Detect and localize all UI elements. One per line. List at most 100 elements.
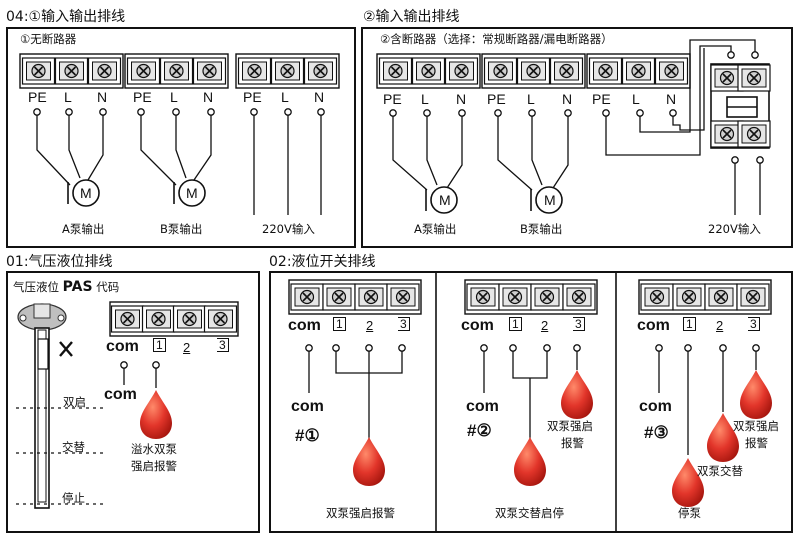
- sensor-label-pre: 气压液位: [13, 280, 59, 294]
- config-1-id: #①: [295, 426, 320, 445]
- term-num-2: 2: [716, 318, 724, 333]
- sensor-head: [33, 303, 51, 319]
- label-pe: PE: [133, 89, 152, 105]
- wire: [87, 115, 104, 181]
- com-label: com: [104, 386, 137, 403]
- label-pe: PE: [487, 91, 506, 107]
- com-label: com: [466, 398, 499, 415]
- label-pe: PE: [592, 91, 611, 107]
- com-label: com: [461, 317, 494, 334]
- motor-icon: [178, 179, 206, 207]
- sensor-hole: [57, 314, 65, 322]
- input-220-label: 220V输入: [708, 222, 761, 236]
- term-num-3: 3: [748, 317, 760, 331]
- label-l: L: [421, 91, 429, 107]
- config-3-id: #③: [644, 423, 669, 442]
- motor-icon: [72, 179, 100, 207]
- term-num-1: 1: [333, 317, 346, 331]
- term-num-2: 2: [183, 340, 191, 355]
- wire: [426, 116, 438, 186]
- panel-04-1-title: ①无断路器: [20, 32, 77, 46]
- section-01-title: 01:气压液位排线: [6, 254, 113, 270]
- sensor-tube-inner: [37, 329, 47, 503]
- wire: [36, 115, 71, 186]
- term-num-2: 2: [366, 318, 374, 333]
- term-num-2: 2: [541, 318, 549, 333]
- label-n: N: [562, 91, 573, 107]
- motor-label: M: [186, 185, 198, 201]
- alarm-label-2: 报警: [745, 436, 768, 450]
- label-l: L: [64, 89, 72, 105]
- panel-01: [6, 271, 260, 533]
- wire: [68, 115, 81, 179]
- label-pe: PE: [243, 89, 262, 105]
- motor-icon: [430, 186, 458, 214]
- panel-04-2: [361, 27, 793, 248]
- wire: [639, 39, 756, 133]
- com-label: com: [106, 338, 139, 355]
- label-l: L: [527, 91, 535, 107]
- label-n: N: [456, 91, 467, 107]
- label-n: N: [666, 91, 677, 107]
- term-num-3: 3: [217, 338, 229, 352]
- wire: [140, 115, 177, 186]
- wire: [605, 45, 732, 156]
- motor-label: M: [544, 192, 556, 208]
- com-label: com: [291, 398, 324, 415]
- wire: [392, 116, 428, 191]
- alarm-label-2: 报警: [561, 436, 584, 450]
- term-num-3: 3: [398, 317, 410, 331]
- label-n: N: [314, 89, 325, 105]
- input-220-label: 220V输入: [262, 222, 315, 236]
- motor-label: M: [80, 185, 92, 201]
- section-04-title: 04:①输入输出排线: [6, 9, 126, 25]
- motor-icon: [535, 186, 563, 214]
- wire: [193, 115, 212, 181]
- com-label: com: [288, 317, 321, 334]
- motor-label: M: [439, 192, 451, 208]
- term-num-1: 1: [683, 317, 696, 331]
- wire: [531, 116, 543, 186]
- drawing-group: [16, 39, 772, 533]
- sensor-code: PAS: [62, 279, 93, 295]
- sensor-float: [37, 338, 49, 370]
- overflow-note-2: 强启报警: [131, 459, 177, 473]
- b-pump-label: B泵输出: [520, 222, 563, 236]
- wire: [552, 116, 569, 189]
- wire: [175, 115, 187, 179]
- alarm-label-1: 双泵强启: [547, 419, 593, 433]
- label-n: N: [203, 89, 214, 105]
- label-pe: PE: [28, 89, 47, 105]
- a-pump-label: A泵输出: [414, 222, 457, 236]
- panel-04-1: [6, 27, 356, 248]
- wire: [672, 48, 705, 131]
- sensor-label: 气压液位 PAS 代码: [13, 279, 120, 295]
- alt-label: 双泵交替: [697, 464, 743, 478]
- b-pump-label: B泵输出: [160, 222, 203, 236]
- label-n: N: [97, 89, 108, 105]
- caption-2: 双泵交替启停: [495, 506, 564, 520]
- com-label: com: [639, 398, 672, 415]
- section-02-title: 02:液位开关排线: [269, 254, 376, 270]
- caption-1: 双泵强启报警: [326, 506, 395, 520]
- label-l: L: [632, 91, 640, 107]
- cross-icon: [59, 341, 73, 357]
- alarm-label-1: 双泵强启: [733, 419, 779, 433]
- a-pump-label: A泵输出: [62, 222, 105, 236]
- term-num-1: 1: [509, 317, 522, 331]
- panel-02: [269, 271, 793, 533]
- level-start-label: 双启: [63, 395, 86, 409]
- level-stop-label: 停止: [62, 491, 85, 505]
- term-num-3: 3: [573, 317, 585, 331]
- config-2-id: #②: [467, 421, 492, 440]
- panel-04-2-title: ②含断路器（选择：常规断路器/漏电断路器）: [380, 32, 613, 46]
- label-l: L: [170, 89, 178, 105]
- caption-3: 停泵: [678, 506, 701, 520]
- term-num-1: 1: [153, 338, 166, 352]
- sensor-hole: [19, 314, 27, 322]
- sensor-label-post: 代码: [96, 280, 120, 294]
- label-l: L: [281, 89, 289, 105]
- com-label: com: [637, 317, 670, 334]
- overflow-note-1: 溢水双泵: [131, 442, 177, 456]
